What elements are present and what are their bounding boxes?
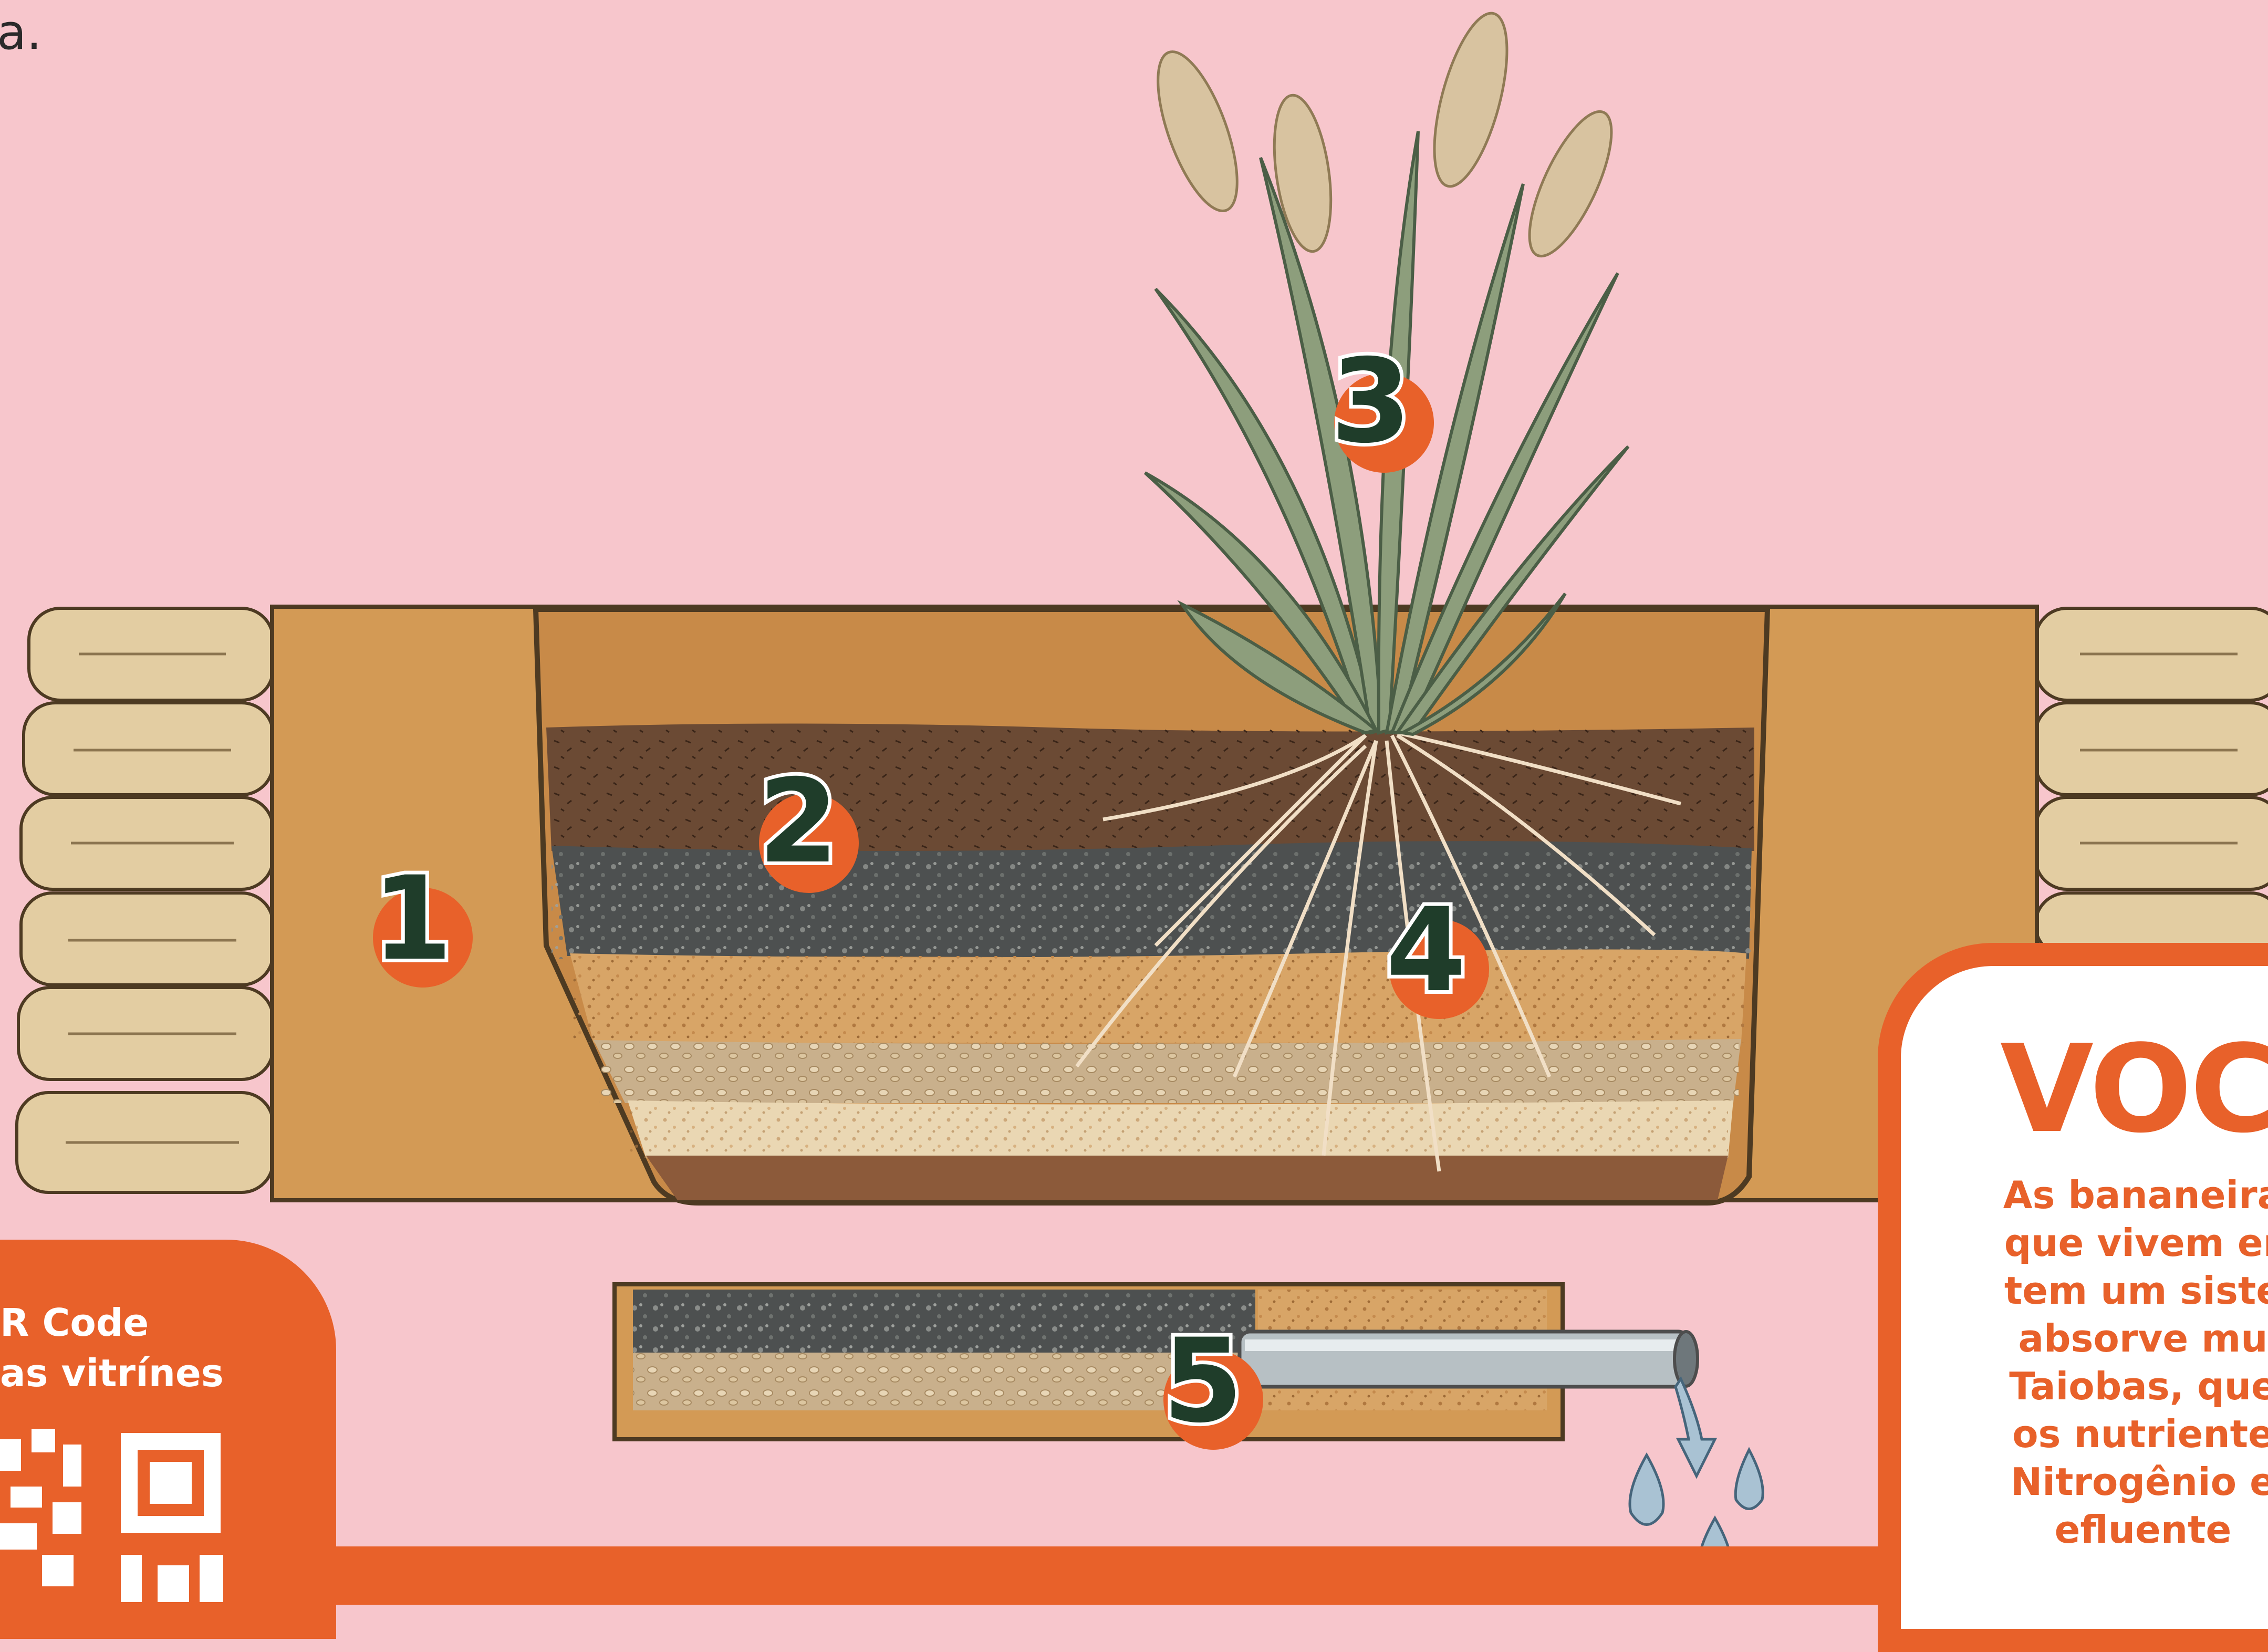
marker-1: 1: [372, 851, 452, 986]
filter-layers: [546, 724, 1754, 1201]
marker-2: 2: [758, 754, 838, 889]
left-sandbags: [17, 608, 273, 1192]
marker-5: 5: [1162, 1314, 1243, 1448]
bottom-accent-strip: [336, 1546, 1933, 1605]
qr-code-caption: R Code as vitrínes: [0, 1297, 224, 1398]
marker-3: 3: [1330, 334, 1411, 469]
marker-4: 4: [1386, 883, 1466, 1017]
wetland-diagram: a.: [0, 0, 2268, 1605]
info-card-body: As bananeira que vivem er tem um siste a…: [1996, 1171, 2268, 1554]
plant-plumes: [1142, 6, 1628, 267]
right-sandbags: [2035, 608, 2268, 956]
qr-code-icon[interactable]: [0, 1429, 231, 1605]
info-card-title: VOC: [2000, 1030, 2268, 1150]
